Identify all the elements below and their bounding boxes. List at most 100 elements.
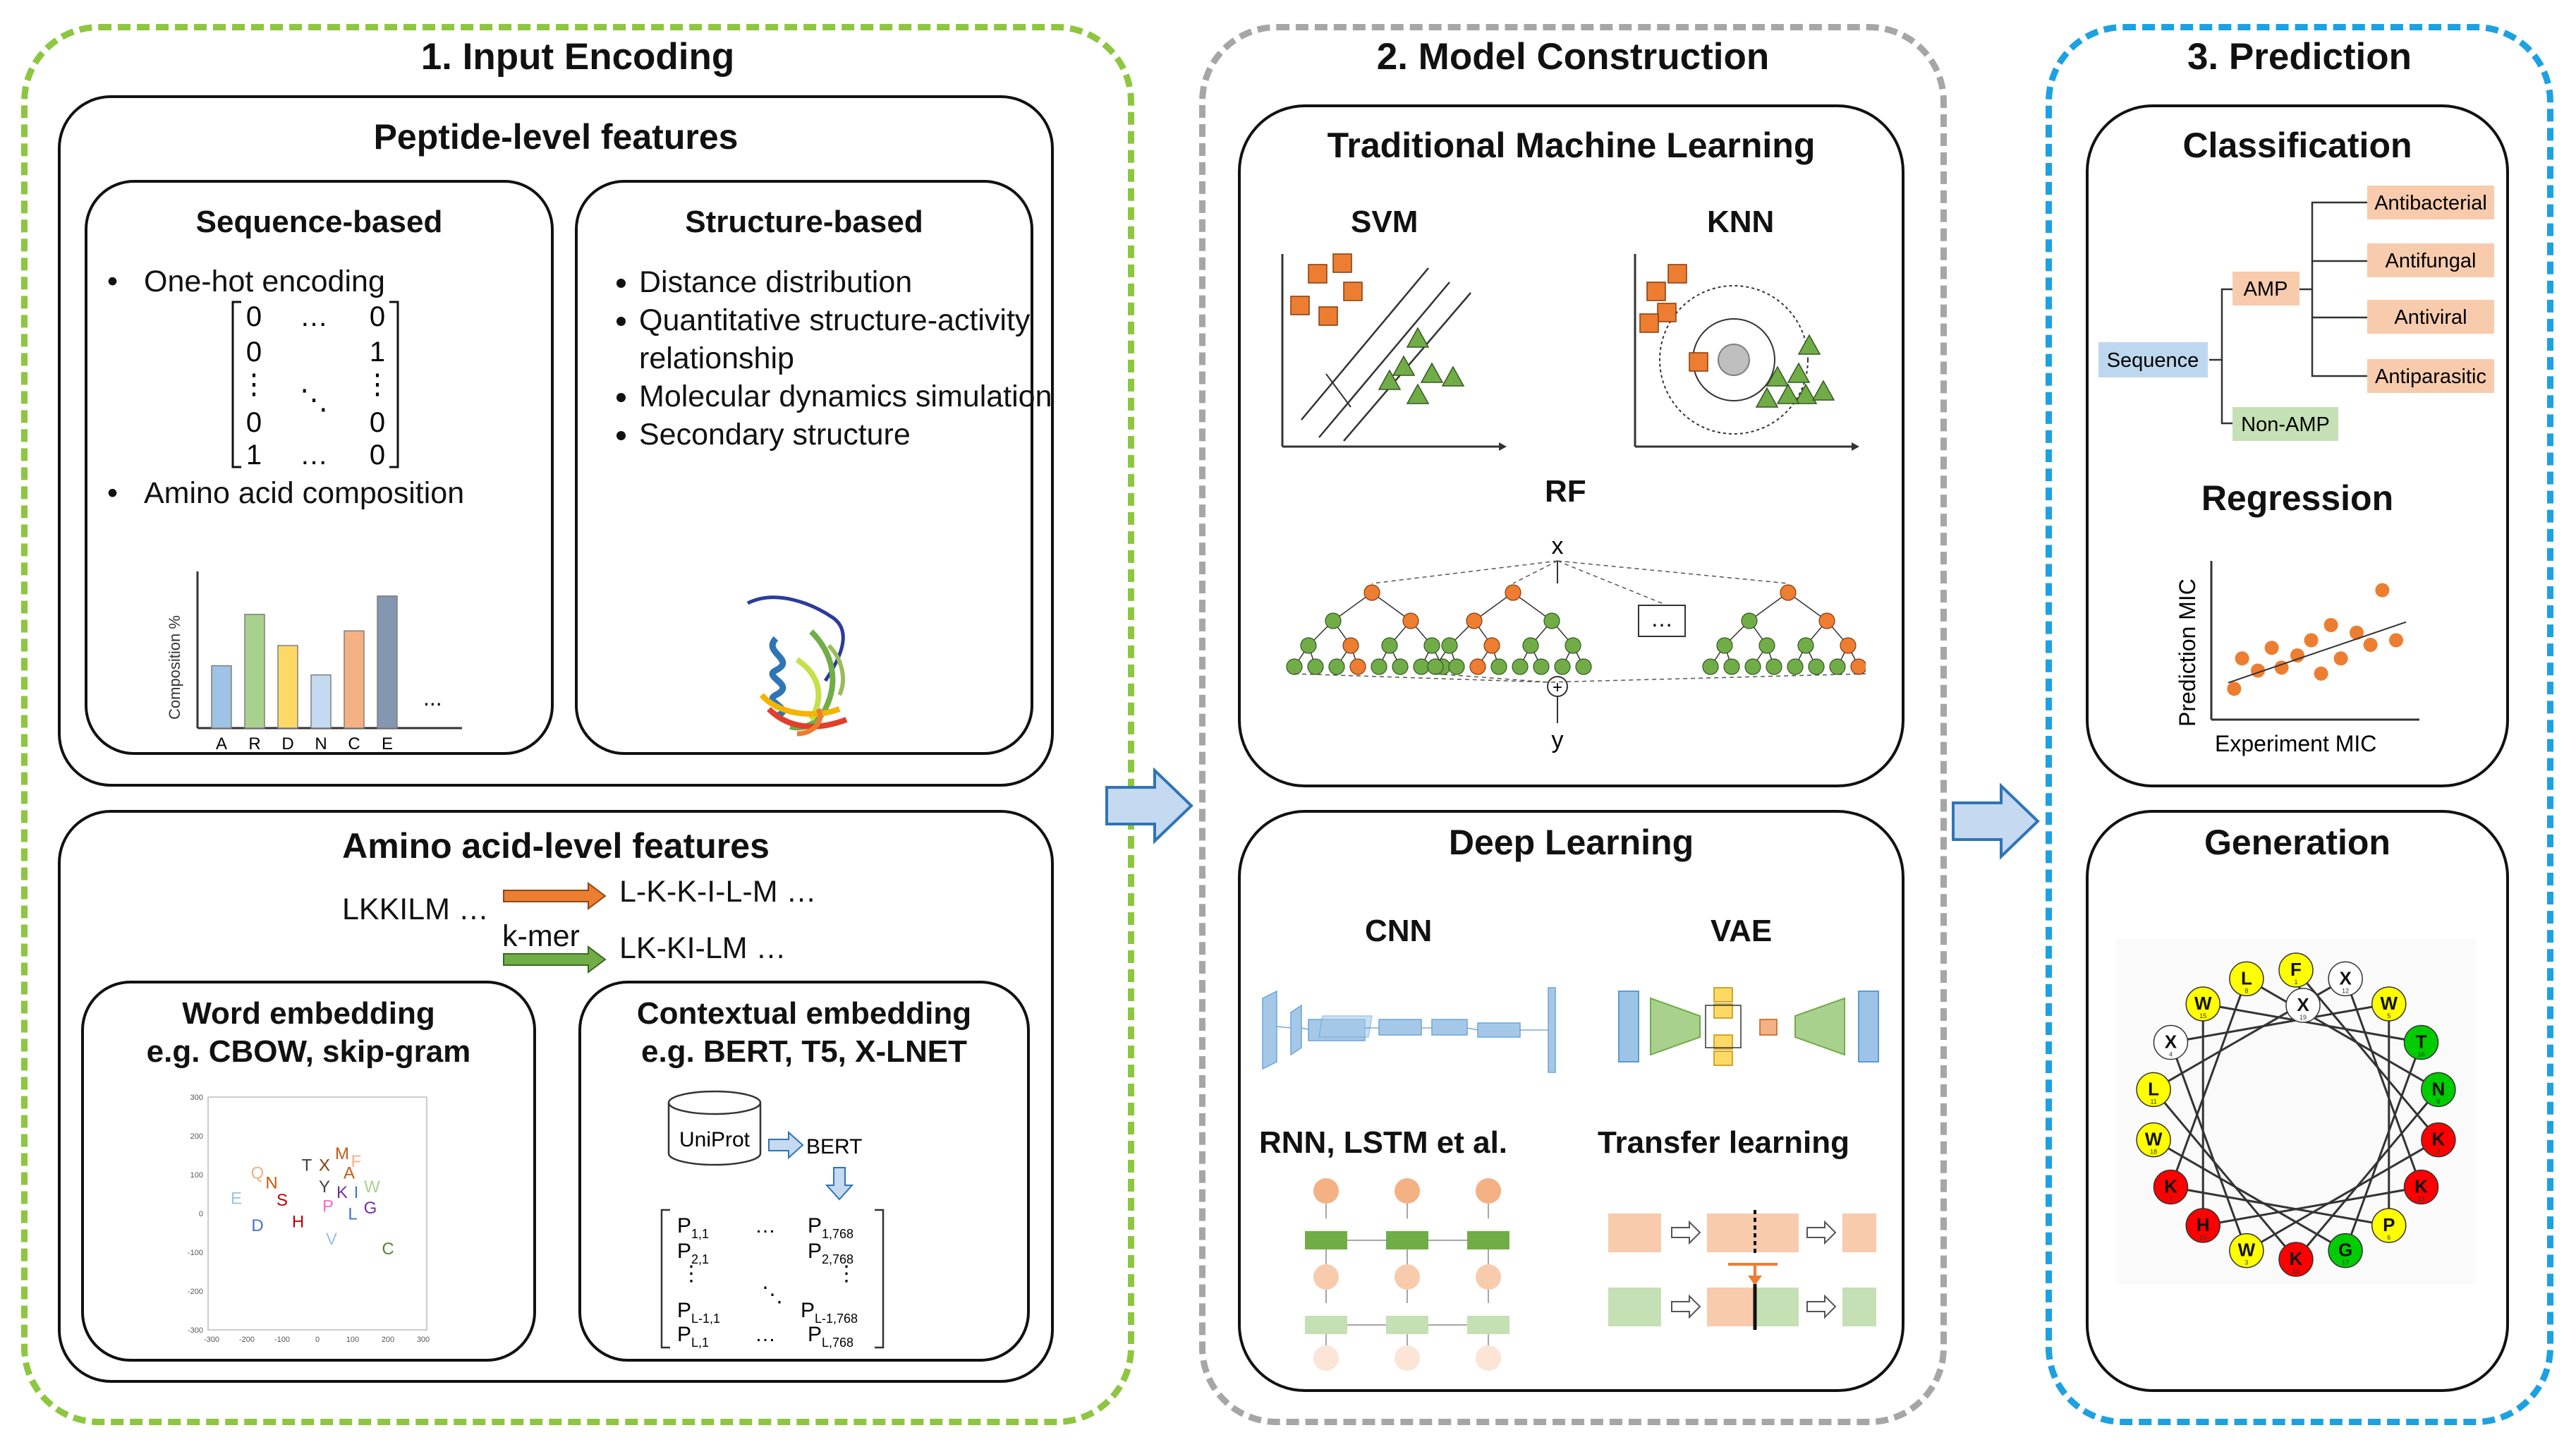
wheel-residue-number: 7 [2169,1196,2173,1203]
composition-bar [244,614,265,729]
class-b-triangle [1378,369,1402,390]
rnn-hidden-bottom [1386,1316,1428,1334]
word-embedding-point: V [326,1230,337,1249]
composition-category: C [348,734,360,753]
word-embedding-point: P [322,1197,334,1216]
word-embedding-point: H [292,1212,304,1231]
rnn-input-node [1313,1264,1339,1290]
prediction-title: 3. Prediction [2187,36,2412,78]
wheel-residue-number: 2 [2436,1149,2440,1156]
wheel-residue-letter: N [2431,1078,2445,1099]
svg-text:PL-1,1: PL-1,1 [677,1299,720,1326]
one-hot-label: One-hot encoding [144,265,385,298]
rnn-hidden-top [1386,1231,1428,1249]
contextual-embedding-title: Contextual embedding [636,996,972,1031]
uniprot-database-icon [667,1090,762,1166]
rnn-label: RNN, LSTM et al. [1259,1125,1508,1160]
uniprot-label: UniProt [679,1128,751,1151]
svg-text:+: + [1553,678,1562,697]
class-antiviral: Antiviral [2394,306,2467,329]
regression-xlabel: Experiment MIC [2215,731,2376,756]
rnn-hidden-top [1467,1231,1509,1249]
svg-text:⋱: ⋱ [762,1283,783,1307]
svg-text:PL-1,768: PL-1,768 [801,1299,858,1326]
wheel-residue-letter: W [2238,1240,2256,1261]
class-b-triangle [1441,365,1465,387]
wheel-residue-number: 9 [2436,1098,2440,1105]
word-embedding-point: T [302,1156,312,1175]
rf-node [1325,612,1342,629]
wheel-residue [2371,1208,2407,1243]
word-embedding-point: L [348,1204,357,1223]
svg-text:P2,1: P2,1 [677,1240,709,1266]
composition-category: E [382,734,393,753]
class-a-square [1308,264,1328,284]
class-a-square [1667,264,1687,284]
rf-node [1787,658,1804,675]
class-b-triangle [1392,355,1416,376]
svm-diagram [1281,253,1507,451]
flow-arrow-2-to-3 [1952,783,2040,860]
word-embedding-point: C [382,1240,394,1259]
svg-text:…: … [755,1323,776,1346]
wheel-residue-letter: W [2194,993,2212,1014]
input-encoding-title: 1. Input Encoding [420,36,735,78]
rf-node [1744,658,1761,675]
class-b-triangle [1420,362,1444,383]
word-ytick: 200 [190,1132,203,1141]
matrix-cell: 1 [370,337,385,368]
wheel-residue-number: 13 [2418,1196,2425,1203]
matrix-cell: ⋱ [300,385,328,416]
wheel-residue [2421,1122,2456,1158]
class-a-square [1689,352,1708,372]
rnn-input-node [1313,1345,1339,1371]
wheel-residue [2328,961,2363,997]
wheel-residue-letter: H [2197,1214,2210,1235]
vae-diagram [1618,987,1879,1066]
rf-node [1441,637,1458,654]
amino-composition-label: Amino acid composition [144,476,465,510]
wheel-residue-number: 8 [2244,987,2248,994]
regression-point [2290,648,2304,662]
wheel-residue-number: 1 [2294,979,2297,986]
wheel-residue-letter: L [2241,967,2252,988]
word-xtick: 200 [382,1336,394,1344]
word-ytick: -300 [188,1326,203,1335]
class-amp: AMP [2244,278,2288,301]
rf-node [1483,637,1500,654]
structure-based-box [575,180,1033,755]
rnn-output-node [1476,1178,1501,1204]
class-a-square [1332,253,1352,273]
rf-node [1818,612,1835,629]
matrix-cell: 1 [246,440,262,471]
wheel-residue [2185,986,2220,1022]
rf-node [1850,658,1866,675]
structure-item: Secondary structure [639,416,1055,454]
word-xtick: 0 [315,1336,320,1344]
rf-node [1554,658,1571,675]
composition-ellipsis: ... [423,685,442,710]
rf-node [1381,637,1398,654]
input-encoding-panel [21,24,1134,1425]
matrix-cell: ⋮ [363,369,391,400]
word-embedding-point: X [319,1156,330,1175]
rnn-hidden-bottom [1305,1316,1347,1334]
wheel-residue-number: 17 [2342,1259,2349,1266]
class-antibacterial: Antibacterial [2374,192,2487,214]
class-b-triangle [1406,383,1430,404]
wheel-residue-letter: W [2145,1129,2163,1150]
class-antifungal: Antifungal [2386,250,2477,272]
svg-text:…: … [755,1214,776,1237]
word-xtick: -300 [204,1336,219,1344]
rf-label: RF [1545,474,1586,509]
cnn-label: CNN [1365,914,1433,948]
wheel-residue [2229,961,2264,997]
class-b-triangle [1406,327,1430,348]
regression-point [2333,651,2348,666]
rf-node [1797,637,1814,654]
word-xtick: 100 [346,1336,359,1344]
matrix-cell: 0 [370,440,385,471]
wheel-residue [2421,1072,2456,1108]
bert-label: BERT [806,1135,862,1158]
